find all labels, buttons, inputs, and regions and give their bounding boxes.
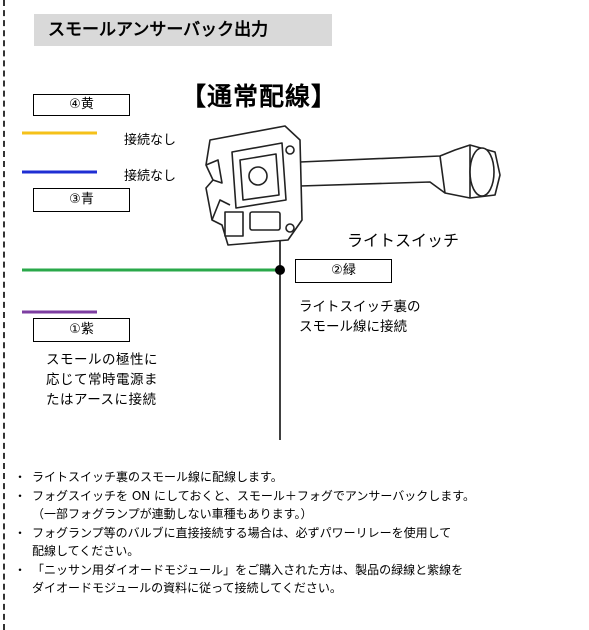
section-title: スモールアンサーバック出力	[34, 14, 332, 46]
wire-note-green-line: ライトスイッチ裏の	[299, 299, 421, 315]
wire-note-green: ライトスイッチ裏の スモール線に接続	[299, 297, 421, 337]
note-line: 配線してください。	[32, 544, 140, 558]
note-line: フォグランプ等のバルブに直接接続する場合は、必ずパワーリレーを使用して	[32, 525, 452, 540]
wire-note-green-line: スモール線に接続	[299, 319, 407, 335]
note-line: ライトスイッチ裏のスモール線に配線します。	[32, 470, 283, 484]
light-switch-illustration	[205, 125, 501, 246]
wire-label-purple: ①紫	[33, 318, 130, 342]
wire-label-yellow: ④黄	[33, 94, 130, 116]
dashed-border	[3, 0, 5, 630]
note-item: ・ 「ニッサン用ダイオードモジュール」をご購入された方は、製品の緑線と紫線を ダ…	[14, 561, 580, 598]
wire-note-purple-line: 応じて常時電源ま	[46, 372, 158, 388]
note-line: 「ニッサン用ダイオードモジュール」をご購入された方は、製品の緑線と紫線を	[32, 562, 464, 577]
note-bullet: ・	[14, 488, 27, 503]
switch-label: ライトスイッチ	[347, 231, 460, 250]
note-item: ・ フォグスイッチを ON にしておくと、スモール＋フォグでアンサーバックします…	[14, 487, 580, 524]
wire-label-green: ②緑	[295, 259, 392, 283]
notes-list: ・ ライトスイッチ裏のスモール線に配線します。 ・ フォグスイッチを ON にし…	[14, 468, 580, 598]
note-line: フォグスイッチを ON にしておくと、スモール＋フォグでアンサーバックします。	[32, 488, 476, 503]
note-bullet: ・	[14, 562, 27, 577]
wire-note-blue: 接続なし	[124, 169, 177, 184]
note-bullet: ・	[14, 470, 27, 484]
note-line: ダイオードモジュールの資料に従って接続してください。	[32, 581, 342, 595]
diagram-title: 【通常配線】	[181, 82, 338, 111]
note-line: （一部フォグランプが連動しない車種もあります。）	[32, 507, 313, 521]
note-item: ・ フォグランプ等のバルブに直接接続する場合は、必ずパワーリレーを使用して 配線…	[14, 524, 580, 561]
note-item: ・ ライトスイッチ裏のスモール線に配線します。	[14, 468, 580, 487]
wire-note-purple-line: スモールの極性に	[46, 352, 158, 368]
wire-note-purple: スモールの極性に 応じて常時電源ま たはアースに接続	[46, 350, 158, 410]
note-bullet: ・	[14, 525, 27, 540]
wire-label-blue: ③青	[33, 188, 130, 212]
wire-note-yellow: 接続なし	[124, 133, 177, 148]
wire-note-purple-line: たはアースに接続	[46, 392, 157, 408]
connection-point	[275, 265, 285, 275]
